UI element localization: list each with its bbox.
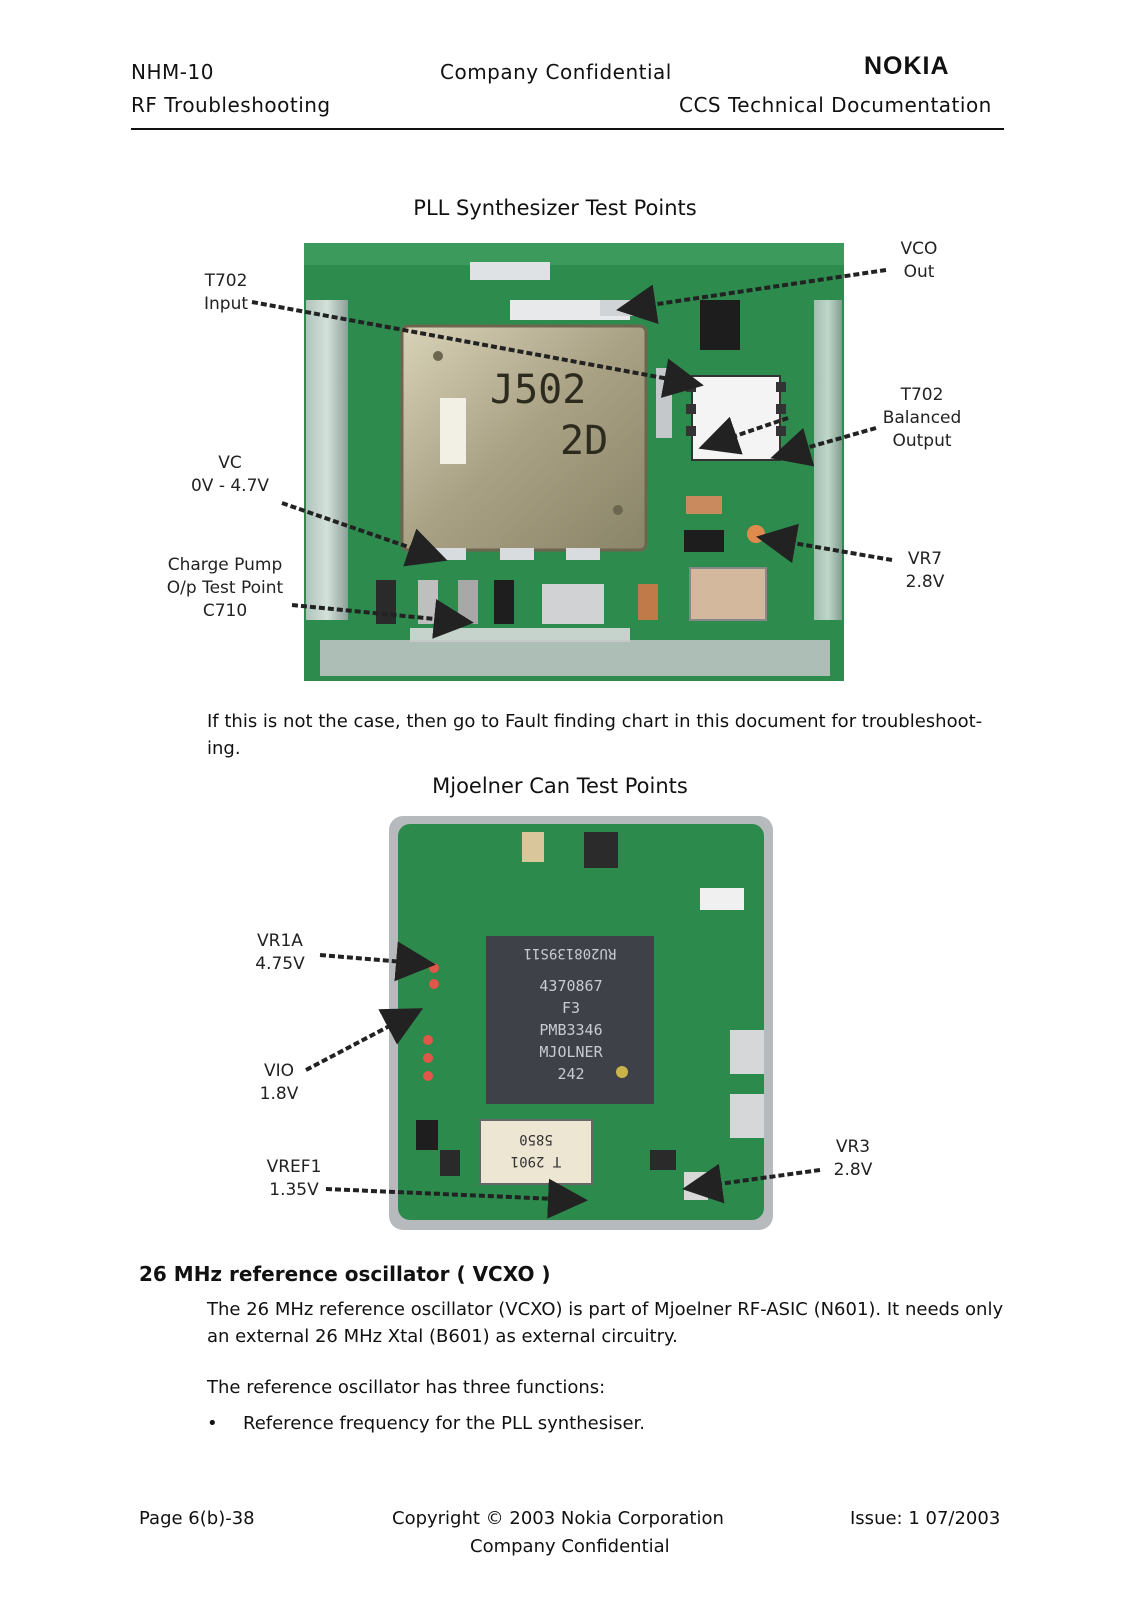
label-vr7-line1: VR7 [907, 549, 943, 569]
section-heading: 26 MHz reference oscillator ( VCXO ) [139, 1262, 551, 1286]
arrow-charge-pump [291, 598, 474, 639]
label-vr3-line2: 2.8V [833, 1160, 873, 1180]
asic-marking-line-3: PMB3346 [539, 1021, 603, 1039]
figure2-title: Mjoelner Can Test Points [432, 774, 688, 798]
list-item: • Reference frequency for the PLL synthe… [207, 1410, 1007, 1437]
xtal-marking-line-2: 5850 [519, 1131, 553, 1147]
label-vref1: VREF1 1.35V [254, 1156, 334, 1202]
asic-marking: 4370867 F3 PMB3346 MJOLNER 242 [496, 975, 646, 1085]
arrow-vio [305, 1008, 424, 1072]
figure1-arrows [251, 268, 893, 639]
arrow-t702-balanced-a [770, 426, 877, 467]
figure2-arrows [305, 941, 821, 1219]
label-vref1-line2: 1.35V [269, 1180, 319, 1200]
header-section: RF Troubleshooting [131, 93, 331, 117]
label-vco-out-line2: Out [903, 262, 935, 282]
arrow-t702-input [251, 300, 704, 398]
asic-marking-line-5: 242 [557, 1065, 585, 1083]
asic-marking-line-1: 4370867 [539, 977, 603, 995]
footer-copyright: Copyright © 2003 Nokia Corporation [392, 1508, 724, 1529]
note-text: If this is not the case, then go to Faul… [207, 711, 983, 759]
bullet-icon: • [207, 1413, 218, 1434]
label-vc: VC 0V - 4.7V [170, 452, 290, 498]
label-vr1a: VR1A 4.75V [240, 930, 320, 976]
label-t702-balanced: T702 Balanced Output [866, 384, 978, 453]
label-t702-input-line2: Input [203, 294, 249, 314]
label-vc-line2: 0V - 4.7V [190, 476, 270, 496]
pll-board [304, 243, 844, 681]
asic-marking-line-2: F3 [561, 999, 581, 1017]
section-para-1: The 26 MHz reference oscillator (VCXO) i… [207, 1299, 1004, 1347]
label-vc-line1: VC [218, 453, 242, 473]
arrow-vr3 [682, 1163, 821, 1204]
list-item-text: Reference frequency for the PLL synthesi… [243, 1413, 646, 1434]
label-t702-input-line1: T702 [204, 271, 248, 291]
label-vio-line1: VIO [263, 1061, 295, 1081]
xtal-marking-line-1: T 2901 [510, 1153, 562, 1169]
header-rule [131, 128, 1004, 130]
label-vr1a-line2: 4.75V [255, 954, 305, 974]
label-vr7-line2: 2.8V [905, 572, 945, 592]
arrow-vc [281, 501, 448, 567]
arrow-vco-out [616, 268, 887, 325]
label-vr1a-line1: VR1A [257, 931, 303, 951]
label-t702-balanced-line2: Balanced [882, 408, 962, 428]
arrow-vr7 [756, 523, 893, 564]
label-vr7: VR7 2.8V [890, 548, 960, 594]
label-charge-pump: Charge Pump O/p Test Point C710 [150, 554, 300, 623]
label-t702-input: T702 Input [176, 270, 276, 316]
nokia-logo: NOKIA [864, 52, 950, 80]
asic-marking-line-4: MJOLNER [539, 1043, 603, 1061]
label-vio-line2: 1.8V [259, 1084, 299, 1104]
label-vr3-line1: VR3 [835, 1137, 871, 1157]
label-vr3: VR3 2.8V [818, 1136, 888, 1182]
arrow-vref1 [325, 1178, 588, 1219]
arrow-vr1a [319, 941, 436, 982]
header-model: NHM-10 [131, 60, 214, 84]
footer-confidential: Company Confidential [470, 1536, 670, 1557]
label-vco-out: VCO Out [874, 238, 964, 284]
section-para-2: The reference oscillator has three funct… [207, 1377, 606, 1398]
footer-issue: Issue: 1 07/2003 [850, 1508, 1001, 1529]
bullet-list: • Reference frequency for the PLL synthe… [207, 1410, 1007, 1437]
xtal-marking: T 2901 5850 [484, 1128, 588, 1172]
can-marking-1: J502 [490, 367, 586, 413]
label-charge-pump-line2: O/p Test Point [166, 578, 284, 598]
arrow-t702-balanced-b [698, 416, 789, 455]
label-charge-pump-line3: C710 [202, 601, 248, 621]
label-charge-pump-line1: Charge Pump [167, 555, 283, 575]
asic-marking-top: RU208139S11 [523, 945, 617, 961]
label-t702-balanced-line1: T702 [900, 385, 944, 405]
label-vref1-line1: VREF1 [266, 1157, 322, 1177]
label-t702-balanced-line3: Output [892, 431, 952, 451]
header-doc-type: CCS Technical Documentation [679, 93, 992, 117]
header-confidential: Company Confidential [440, 60, 672, 84]
label-vio: VIO 1.8V [244, 1060, 314, 1106]
mjoelner-board [389, 816, 773, 1230]
can-marking-2: 2D [560, 418, 608, 464]
label-vco-out-line1: VCO [900, 239, 938, 259]
figure1-title: PLL Synthesizer Test Points [413, 196, 697, 220]
footer-page: Page 6(b)-38 [139, 1508, 255, 1529]
